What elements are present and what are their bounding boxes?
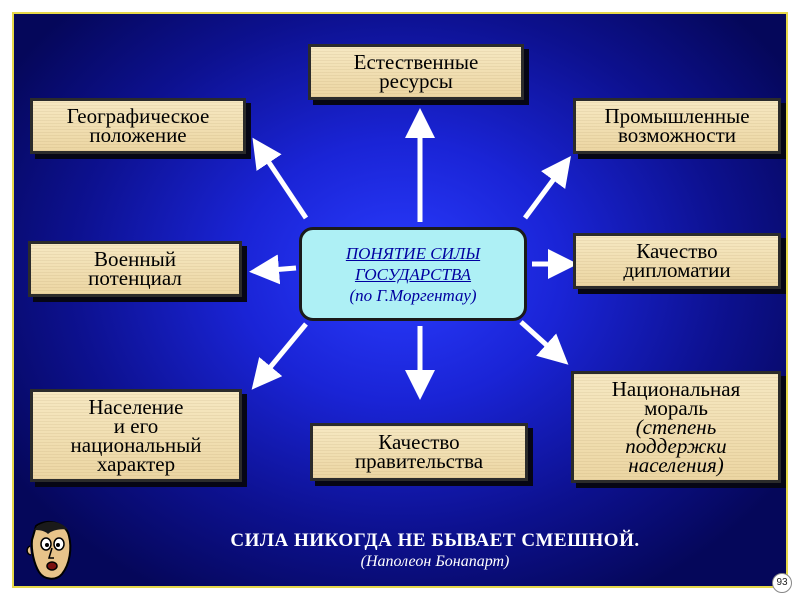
center-subtitle: (по Г.Моргентау) [349,285,477,305]
box-line: правительства [354,449,484,473]
box-line: потенциал [88,266,182,290]
box-line: Национальная [611,376,741,401]
box-line: мораль [644,395,708,420]
box-military-potential: Военный потенциал [28,241,242,297]
quote-text: СИЛА НИКОГДА НЕ БЫВАЕТ СМЕШНОЙ. [230,530,640,551]
box-line: Качество [636,239,718,263]
box-natural-resources: Естественные ресурсы [308,44,524,100]
page-number-badge: 93 [772,573,792,593]
box-line: положение [89,123,187,147]
box-government-quality: Качество правительства [310,423,528,481]
box-geographic-position: Географическое положение [30,98,246,154]
box-industrial-capacity: Промышленные возможности [573,98,781,154]
arrow-down-left-population-icon [251,322,308,390]
center-concept: ПОНЯТИЕ СИЛЫ ГОСУДАРСТВА (по Г.Моргентау… [299,227,527,321]
quote: СИЛА НИКОГДА НЕ БЫВАЕТ СМЕШНОЙ. (Наполео… [150,530,720,572]
box-line: поддержки [625,433,727,458]
center-title-line: ПОНЯТИЕ СИЛЫ [345,243,481,263]
box-population: Население и его национальный характер [30,389,242,482]
arrow-up-left-geographic-icon [252,137,309,220]
cartoon-face-icon [26,520,72,580]
center-title-line: ГОСУДАРСТВА [354,264,472,284]
arrow-left-military-icon [249,254,297,285]
box-line: Естественные [353,50,479,74]
box-line: характер [96,451,176,476]
box-national-morale: Национальная мораль (степень поддержки н… [571,371,781,483]
box-line: (степень [635,414,717,439]
box-line: ресурсы [379,69,453,93]
box-line: Географическое [66,104,210,128]
box-line: Промышленные [604,104,750,128]
box-line: Качество [378,430,460,454]
quote-author: (Наполеон Бонапарт) [360,553,510,570]
box-line: Население [88,394,184,419]
box-line: и его [113,413,159,438]
box-line: национальный [70,432,202,457]
box-line: Военный [94,247,176,271]
box-diplomacy-quality: Качество дипломатии [573,233,781,289]
box-line: возможности [617,123,737,147]
box-line: населения) [628,452,724,477]
arrow-up-right-industrial-icon [522,155,571,220]
arrow-down-right-morale-icon [519,320,569,365]
box-line: дипломатии [623,258,731,282]
